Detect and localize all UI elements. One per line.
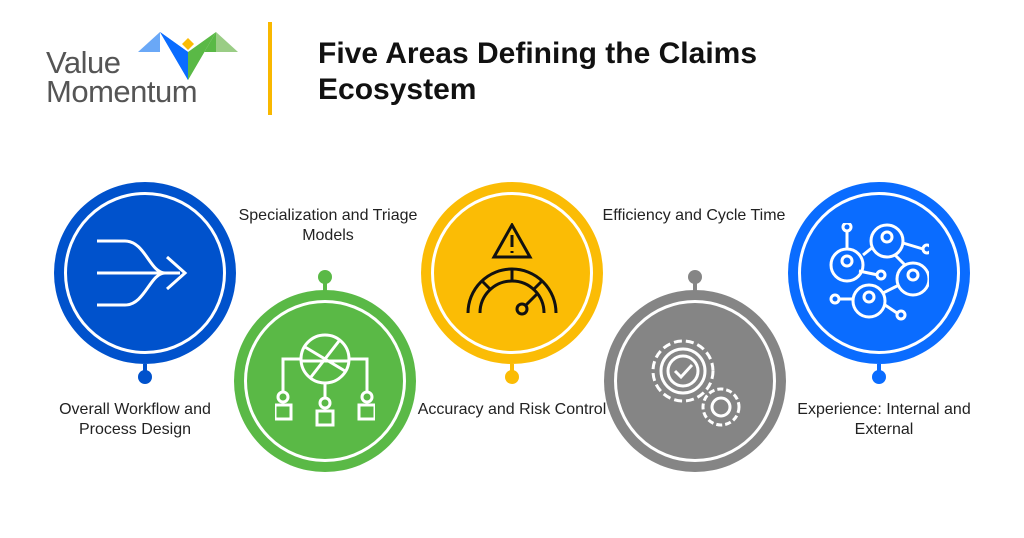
logo-line2: Momentum bbox=[46, 74, 198, 109]
area-circle-workflow bbox=[54, 182, 236, 364]
value-momentum-logo: Value Momentum bbox=[40, 30, 240, 110]
logo-mark-icon bbox=[138, 32, 238, 80]
connector-dot bbox=[318, 270, 332, 284]
logo-line1: Value bbox=[46, 45, 121, 80]
area-circle-experience bbox=[788, 182, 970, 364]
warning-gauge-icon bbox=[466, 223, 558, 316]
globe-network-people-icon bbox=[275, 333, 375, 427]
area-circle-specialization bbox=[234, 290, 416, 472]
connector-stem bbox=[323, 280, 327, 292]
area-circle-accuracy bbox=[421, 182, 603, 364]
area-label: Experience: Internal and External bbox=[797, 401, 971, 438]
people-network-icon bbox=[829, 223, 929, 321]
connector-dot bbox=[505, 370, 519, 384]
connector-dot bbox=[872, 370, 886, 384]
area-label: Accuracy and Risk Control bbox=[417, 401, 607, 418]
merge-arrow-icon bbox=[97, 239, 188, 307]
area-label: Efficiency and Cycle Time bbox=[602, 207, 786, 224]
divider bbox=[268, 22, 272, 115]
connector-stem bbox=[693, 280, 697, 292]
connector-dot bbox=[138, 370, 152, 384]
connector-dot bbox=[688, 270, 702, 284]
area-label: Specialization and Triage Models bbox=[238, 207, 418, 244]
page-title: Five Areas Defining the Claims Ecosystem bbox=[318, 37, 758, 106]
gears-check-icon bbox=[651, 339, 741, 427]
area-circle-efficiency bbox=[604, 290, 786, 472]
area-label: Overall Workflow and Process Design bbox=[59, 401, 211, 438]
